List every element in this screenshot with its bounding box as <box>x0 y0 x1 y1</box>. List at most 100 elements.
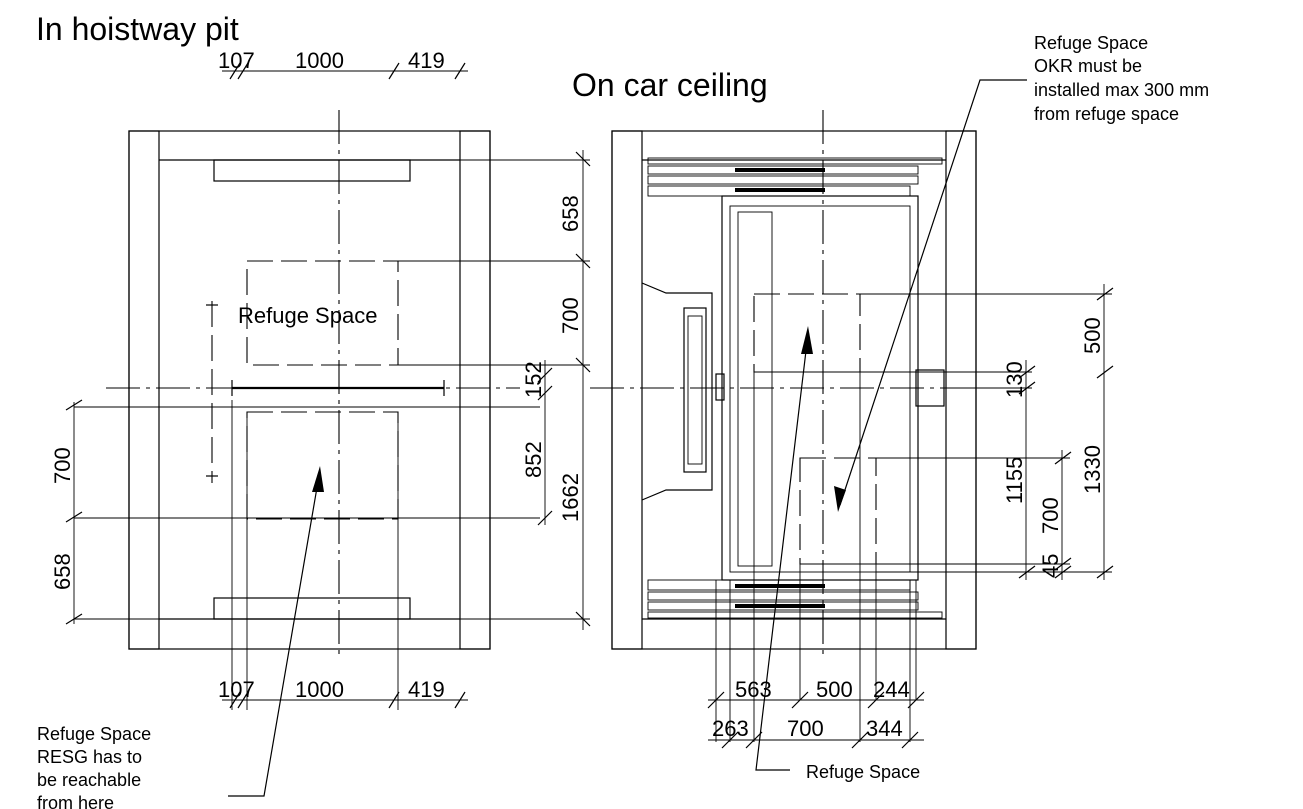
left-note-line-3: be reachable <box>37 770 141 790</box>
right-dim-b1-500: 500 <box>816 677 853 702</box>
title-hoistway-pit: In hoistway pit <box>36 11 239 47</box>
left-dim-left-658: 658 <box>50 553 75 590</box>
right-door-bot-b <box>647 591 919 601</box>
right-note-top-line-2: OKR must be <box>1034 56 1142 76</box>
right-dim-1330: 1330 <box>1080 445 1105 494</box>
left-dim-top-419: 419 <box>408 48 445 73</box>
left-wall-left <box>128 130 160 650</box>
left-refuge-upper <box>246 260 399 366</box>
left-dim-right-tick2 <box>575 253 591 269</box>
left-dim-top-1000: 1000 <box>295 48 344 73</box>
right-dim-500: 500 <box>1080 317 1105 354</box>
right-counterweight-inner <box>687 315 703 465</box>
left-dim-top-107: 107 <box>218 48 255 73</box>
right-door-bot-d <box>647 611 943 619</box>
left-dim-bottom-107: 107 <box>218 677 255 702</box>
right-dim-b1-244: 244 <box>873 677 910 702</box>
right-dim-tick6 <box>1018 565 1036 579</box>
right-note-bottom-arrowhead <box>801 326 813 354</box>
right-door-bot-c <box>647 601 919 611</box>
left-dim-top-tick4 <box>454 62 466 80</box>
left-dim-mid-tick3 <box>537 510 553 526</box>
left-dim-bottom-419: 419 <box>408 677 445 702</box>
left-sill-top <box>213 159 411 182</box>
left-dim-right-700: 700 <box>558 297 583 334</box>
right-dim-tick3 <box>1096 565 1114 579</box>
title-car-ceiling: On car ceiling <box>572 67 768 103</box>
left-dim-bot-tick1 <box>229 691 241 709</box>
right-dim-130: 130 <box>1002 361 1027 398</box>
left-note-line-4: from here <box>37 793 114 809</box>
left-dim-left-tick2 <box>65 511 83 523</box>
right-dim-tick1 <box>1096 287 1114 301</box>
right-plan: 500 130 1155 1330 700 45 563 500 244 263… <box>590 33 1209 782</box>
right-car-side-panel <box>737 211 773 567</box>
right-note-bottom-leader <box>755 333 809 771</box>
right-dim-b2-700: 700 <box>787 716 824 741</box>
left-shaft-outer <box>128 130 491 650</box>
right-note-top-line-4: from refuge space <box>1034 104 1179 124</box>
left-dim-top-tick1 <box>229 62 241 80</box>
right-counterweight <box>683 307 707 473</box>
left-dim-mid-tick1 <box>537 367 553 383</box>
right-door-bot-fill1 <box>735 584 825 588</box>
right-dim-b1-tick2 <box>791 691 809 709</box>
right-dim-tick9 <box>1054 565 1072 579</box>
left-sill-bottom <box>213 597 411 620</box>
right-note-top-line-1: Refuge Space <box>1034 33 1148 53</box>
left-note-line-2: RESG has to <box>37 747 142 767</box>
right-door-top-b <box>647 165 919 175</box>
right-note-top-arrowhead <box>834 486 846 512</box>
left-dim-left-tick1 <box>65 399 83 411</box>
left-dim-bottom-1000: 1000 <box>295 677 344 702</box>
left-dim-left-700: 700 <box>50 447 75 484</box>
right-car-inner <box>729 205 911 573</box>
right-dim-700: 700 <box>1038 497 1063 534</box>
right-dim-tick7 <box>1054 451 1072 465</box>
left-note-leader <box>228 469 321 797</box>
right-door-top-fill2 <box>735 188 825 192</box>
right-guide-left <box>715 373 725 401</box>
right-dim-b2-344: 344 <box>866 716 903 741</box>
right-dim-tick5 <box>1018 381 1036 395</box>
right-dim-b1-tick4 <box>907 691 925 709</box>
left-refuge-label: Refuge Space <box>238 303 377 328</box>
right-dim-tick4 <box>1018 365 1036 379</box>
left-dim-right-tick4 <box>575 611 591 627</box>
right-door-top-a <box>647 157 943 165</box>
left-dim-right-1662: 1662 <box>558 473 583 522</box>
right-dim-b2-tick3 <box>851 731 869 749</box>
right-dim-tick2 <box>1096 365 1114 379</box>
right-refuge-upper <box>753 293 861 373</box>
right-note-bottom: Refuge Space <box>806 762 920 782</box>
right-rail-bracket <box>641 282 713 501</box>
left-dim-right-852: 852 <box>521 441 546 478</box>
left-plan: Refuge Space 107 1000 419 107 1 <box>37 48 591 809</box>
left-dim-bot-tick4 <box>454 691 466 709</box>
left-dim-top-tick3 <box>388 62 400 80</box>
left-note-line-1: Refuge Space <box>37 724 151 744</box>
right-dim-b2-tick4 <box>901 731 919 749</box>
right-door-top-c <box>647 175 919 185</box>
right-dim-b2-tick2 <box>745 731 763 749</box>
right-dim-b2-263: 263 <box>712 716 749 741</box>
left-dim-right-tick3 <box>575 357 591 373</box>
right-dim-1155: 1155 <box>1002 457 1027 504</box>
left-dim-right-tick1 <box>575 151 591 167</box>
right-dim-b2-tick1 <box>721 731 739 749</box>
right-dim-45: 45 <box>1038 554 1063 578</box>
left-refuge-lower <box>246 411 399 520</box>
right-wall-right <box>945 130 977 650</box>
right-shaft-outer <box>611 130 977 650</box>
right-note-top-leader <box>839 79 1027 506</box>
right-note-top-line-3: installed max 300 mm <box>1034 80 1209 100</box>
left-note-arrowhead <box>312 466 324 492</box>
right-dim-b1-tick3 <box>867 691 885 709</box>
left-dim-bot-tick2 <box>237 691 249 709</box>
left-dim-right-658: 658 <box>558 195 583 232</box>
right-dim-b1-tick1 <box>707 691 725 709</box>
right-door-top-fill1 <box>735 168 825 172</box>
left-dim-mid-tick2 <box>537 385 553 401</box>
right-door-bot-fill2 <box>735 604 825 608</box>
